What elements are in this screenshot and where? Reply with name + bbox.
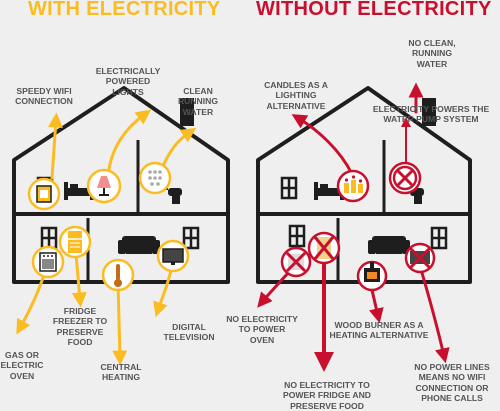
label-water: CLEAN RUNNING WATER: [177, 86, 219, 117]
label-no-water: NO CLEAN, RUNNING WATER: [408, 38, 456, 69]
label-heating: CENTRAL HEATING: [100, 362, 142, 383]
left-house-outline: [12, 86, 230, 284]
arrow-heating: [112, 280, 128, 366]
no-fridge-icon: [307, 231, 341, 265]
right-window-upper: [280, 176, 298, 200]
thermometer-icon: [101, 258, 135, 292]
without-electricity-title: WITHOUT ELECTRICITY: [256, 0, 492, 20]
label-no-fridge: NO ELECTRICITY TO POWER FRIDGE AND PRESE…: [282, 380, 371, 411]
arrow-wifi: [48, 112, 63, 180]
left-window-lower: [40, 226, 58, 250]
label-fridge: FRIDGE FREEZER TO PRESERVE FOOD: [52, 306, 108, 348]
label-pump: ELECTRICITY POWERS THE WATER PUMP SYSTEM: [372, 104, 490, 125]
label-oven: GAS OR ELECTRIC OVEN: [0, 350, 44, 381]
television-icon: [156, 239, 190, 273]
sofa-icon: [118, 236, 160, 254]
house-with-electricity: [12, 86, 230, 284]
fridge-icon: [58, 225, 92, 259]
candles-icon: [336, 169, 370, 203]
label-tv: DIGITAL TELEVISION: [163, 322, 215, 343]
with-electricity-title: WITH ELECTRICITY: [28, 0, 221, 20]
label-candles: CANDLES AS A LIGHTING ALTERNATIVE: [264, 80, 328, 111]
arrow-candles: [291, 114, 354, 176]
arrow-tv: [153, 264, 174, 318]
label-no-oven: NO ELECTRICITY TO POWER OVEN: [226, 314, 298, 345]
label-wood-burner: WOOD BURNER AS A HEATING ALTERNATIVE: [329, 320, 429, 341]
shower-icon: [138, 161, 172, 195]
sofa-icon: [368, 236, 410, 254]
lamp-icon: [86, 168, 122, 204]
arrow-no-wifi: [418, 264, 450, 364]
no-oven-icon: [280, 246, 312, 278]
arrow-lights: [106, 109, 152, 180]
right-window-lower: [288, 224, 306, 248]
label-wifi: SPEEDY WIFI CONNECTION: [15, 86, 73, 107]
left-chimney: [180, 98, 194, 126]
no-water-icon: [388, 161, 422, 195]
arrow-wood-burner: [369, 288, 384, 324]
arrow-water: [160, 127, 197, 170]
oven-icon: [31, 245, 65, 279]
wood-burner-icon: [356, 260, 388, 292]
label-no-wifi: NO POWER LINES MEANS NO WIFI CONNECTION …: [414, 362, 490, 404]
right-chimney: [422, 98, 436, 126]
router-icon: [27, 177, 61, 211]
right-window-right: [430, 226, 448, 250]
no-tv-icon: [404, 242, 436, 274]
label-lights: ELECTRICALLY POWERED LIGHTS: [95, 66, 161, 97]
arrow-fridge: [71, 252, 87, 308]
right-house-outline: [256, 86, 472, 284]
left-window-right: [182, 226, 200, 250]
